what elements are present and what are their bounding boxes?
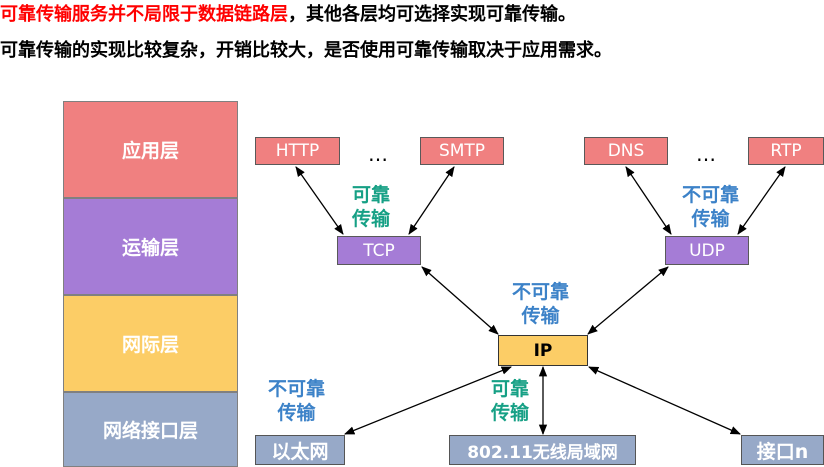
- note-wifi-reliable: 可靠 传输: [491, 377, 529, 425]
- note-ip-unreliable: 不可靠 传输: [512, 280, 569, 328]
- note-udp-unreliable: 不可靠 传输: [682, 183, 739, 231]
- protocol-http: HTTP: [255, 137, 340, 165]
- layer-transport: 运输层: [63, 198, 238, 295]
- arrow-rtp-udp: [737, 166, 786, 235]
- arrow-http-tcp: [295, 166, 344, 235]
- link-interface-n: 接口n: [741, 435, 824, 465]
- protocol-tcp: TCP: [337, 236, 421, 265]
- note-tcp-line-2: 传输: [352, 208, 391, 230]
- arrow-dns-udp: [625, 166, 672, 235]
- note-udp-line-1: 不可靠: [682, 184, 740, 206]
- note-ip-line-1: 不可靠: [512, 281, 570, 303]
- layer-link: 网络接口层: [63, 392, 238, 467]
- note-ip-line-2: 传输: [521, 305, 560, 327]
- arrow-ethernet-ip: [344, 366, 512, 435]
- protocol-udp: UDP: [665, 236, 749, 265]
- note-udp-line-2: 传输: [691, 208, 730, 230]
- note-wifi-line-1: 可靠: [491, 378, 530, 400]
- arrow-interface-ip: [588, 366, 741, 435]
- note-ethernet-unreliable: 不可靠 传输: [268, 377, 325, 425]
- protocol-dns: DNS: [584, 137, 668, 165]
- link-wifi: 802.11无线局域网: [449, 435, 636, 465]
- layer-internet: 网际层: [63, 295, 238, 392]
- note-ethernet-line-1: 不可靠: [268, 378, 326, 400]
- headline-line-1: 可靠传输服务并不局限于数据链路层，其他各层均可选择实现可靠传输。: [0, 3, 576, 27]
- protocol-smtp: SMTP: [420, 137, 504, 165]
- protocol-ip: IP: [498, 335, 588, 366]
- note-tcp-line-1: 可靠: [352, 184, 391, 206]
- headline-emphasis: 可靠传输服务并不局限于数据链路层: [0, 4, 288, 25]
- note-ethernet-line-2: 传输: [277, 402, 316, 424]
- layer-application: 应用层: [63, 101, 238, 198]
- ellipsis-right: …: [696, 142, 718, 166]
- headline-line-2: 可靠传输的实现比较复杂，开销比较大，是否使用可靠传输取决于应用需求。: [0, 40, 612, 61]
- arrow-smtp-tcp: [408, 166, 455, 235]
- link-ethernet: 以太网: [255, 435, 345, 465]
- arrow-tcp-ip: [421, 266, 499, 335]
- ellipsis-left: …: [368, 142, 390, 166]
- headline-rest: ，其他各层均可选择实现可靠传输。: [288, 4, 576, 25]
- arrow-udp-ip: [587, 266, 669, 335]
- protocol-rtp: RTP: [748, 137, 824, 165]
- note-wifi-line-2: 传输: [491, 402, 530, 424]
- note-tcp-reliable: 可靠 传输: [352, 183, 390, 231]
